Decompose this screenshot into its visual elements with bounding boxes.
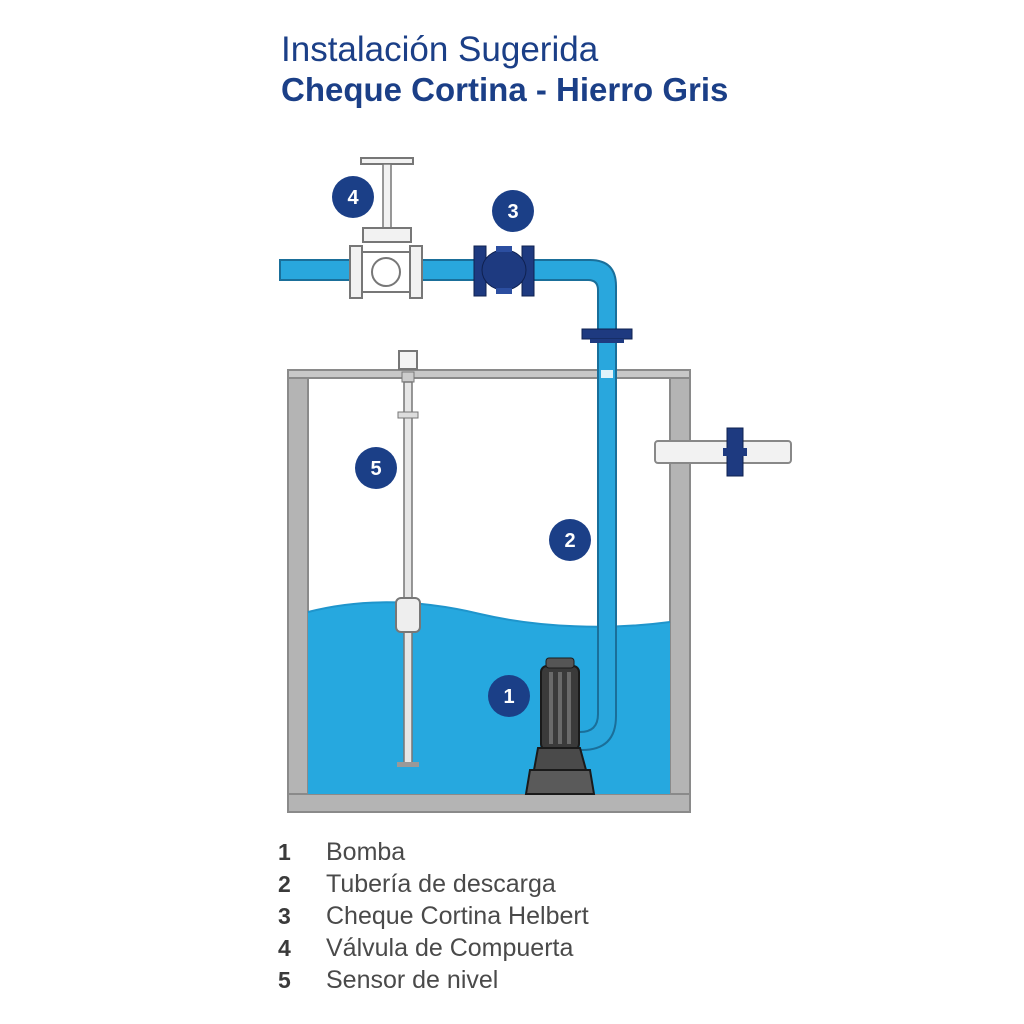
badge-3: 3	[492, 190, 534, 232]
check-valve	[473, 245, 535, 297]
pump-top-cap	[545, 657, 575, 669]
badge-3-text: 3	[507, 201, 518, 223]
legend-label: Tubería de descarga	[326, 869, 556, 898]
pump-base	[524, 769, 596, 795]
tank-wall-left	[287, 369, 309, 813]
badge-2-text: 2	[564, 530, 575, 552]
gate-valve-bonnet	[371, 257, 401, 287]
gate-valve-yoke	[362, 227, 412, 243]
gate-valve-flange-right	[409, 245, 423, 299]
sensor-head	[398, 350, 418, 370]
legend-number: 3	[278, 902, 291, 929]
badge-4-text: 4	[347, 187, 359, 209]
sensor-float	[395, 597, 421, 633]
inlet-pipe	[654, 427, 792, 477]
badge-4-circle	[332, 176, 374, 218]
badge-1-circle	[488, 675, 530, 717]
legend-item: 5 Sensor de nivel	[278, 964, 589, 996]
pump-volute	[532, 747, 588, 771]
badge-5-circle	[355, 447, 397, 489]
legend-item: 2 Tubería de descarga	[278, 868, 589, 900]
legend-number: 1	[278, 838, 291, 865]
badge-2: 2	[549, 519, 591, 561]
pump-motor-fin-2	[558, 672, 562, 744]
check-valve-bolt-top	[496, 246, 512, 252]
discharge-pipe-flange-bolts	[590, 339, 624, 343]
gate-valve-handwheel	[360, 157, 414, 165]
legend-number: 2	[278, 870, 291, 897]
badge-5-text: 5	[370, 458, 381, 480]
tank-wall-right	[669, 369, 691, 813]
tank-lid	[287, 369, 691, 379]
legend-number: 5	[278, 966, 291, 993]
pump	[524, 657, 596, 795]
legend-item: 4 Válvula de Compuerta	[278, 932, 589, 964]
badge-1: 1	[488, 675, 530, 717]
sensor-rod	[403, 381, 413, 765]
legend-label: Válvula de Compuerta	[326, 933, 574, 962]
inlet-pipe-flange-bolt	[723, 448, 747, 456]
gate-valve-flange-left	[349, 245, 363, 299]
sensor-mount	[401, 371, 415, 383]
legend-number: 4	[278, 934, 291, 961]
diagram-title: Instalación Sugerida Cheque Cortina - Hi…	[281, 30, 728, 110]
legend-label: Sensor de nivel	[326, 965, 499, 994]
level-sensor	[395, 350, 421, 767]
legend-label: Bomba	[326, 837, 406, 866]
discharge-pipe-highlight	[601, 370, 613, 378]
sensor-rod-foot	[397, 762, 419, 767]
legend-item: 1 Bomba	[278, 836, 589, 868]
title-line-1: Instalación Sugerida	[281, 30, 599, 69]
badge-1-text: 1	[503, 686, 514, 708]
badge-4: 4	[332, 176, 374, 218]
discharge-pipe-flange	[581, 328, 633, 340]
pump-motor-fin-1	[549, 672, 553, 744]
check-valve-bolt-bottom	[496, 288, 512, 294]
check-valve-body	[481, 249, 527, 291]
legend-label: Cheque Cortina Helbert	[326, 901, 589, 930]
sensor-rod-collar	[397, 411, 419, 419]
badge-3-circle	[492, 190, 534, 232]
legend: 1 Bomba 2 Tubería de descarga 3 Cheque C…	[278, 836, 589, 996]
gate-valve-stem	[382, 163, 392, 231]
gate-valve	[349, 157, 423, 299]
pump-motor-fin-3	[567, 672, 571, 744]
legend-item: 3 Cheque Cortina Helbert	[278, 900, 589, 932]
title-line-2: Cheque Cortina - Hierro Gris	[281, 71, 729, 108]
badge-2-circle	[549, 519, 591, 561]
tank-floor	[287, 793, 691, 813]
badge-5: 5	[355, 447, 397, 489]
tank	[287, 369, 691, 813]
